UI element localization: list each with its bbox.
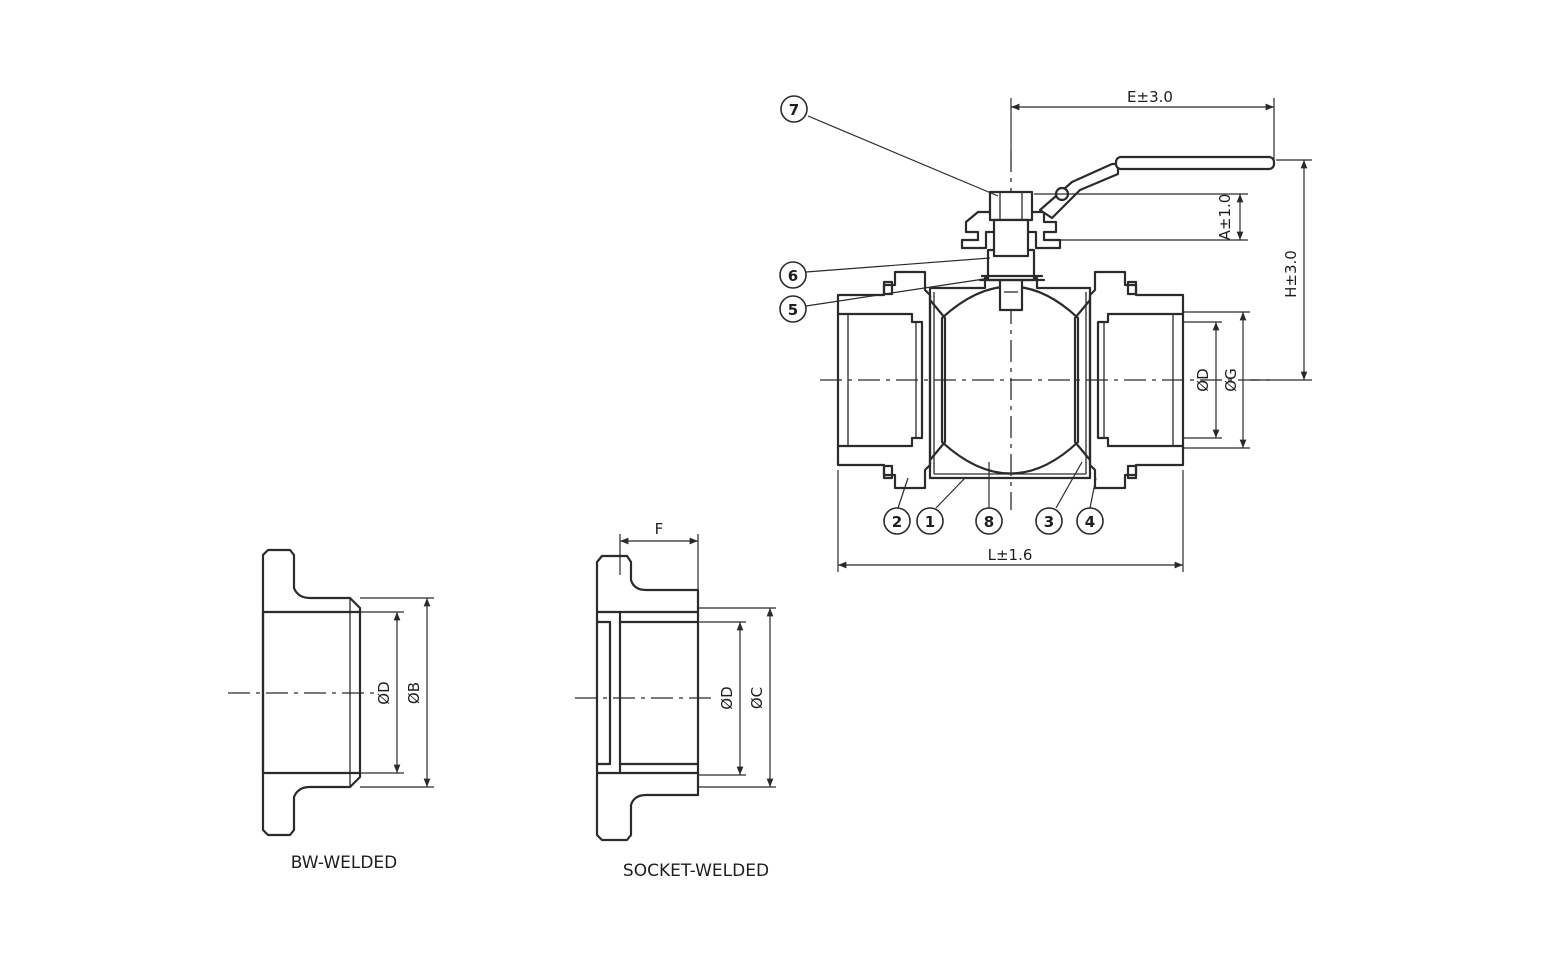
dim-d-body-label: ØD — [1194, 368, 1212, 391]
balloon-8-label: 8 — [984, 513, 994, 531]
leader-6 — [805, 257, 991, 273]
balloon-4-label: 4 — [1085, 513, 1095, 531]
balloon-2-label: 2 — [892, 513, 902, 531]
balloon-3-label: 3 — [1044, 513, 1054, 531]
leader-7 — [807, 115, 999, 197]
balloon-1 — [916, 507, 944, 535]
balloon-6-label: 6 — [788, 267, 798, 285]
dim-c-label: ØC — [748, 687, 766, 709]
dim-h-label: H±3.0 — [1282, 250, 1300, 298]
dim-f-label: F — [655, 520, 664, 538]
stem-neck — [992, 218, 1030, 258]
bw-welded-end: ØD ØB BW-WELDED — [228, 548, 434, 873]
balloon-7 — [780, 95, 808, 123]
caption-bw-welded: BW-WELDED — [291, 853, 398, 873]
balloon-2 — [883, 507, 911, 535]
balloon-5-label: 5 — [788, 301, 798, 319]
balloon-6 — [779, 261, 807, 289]
left-upper-nub — [882, 280, 894, 296]
right-socket-bore — [1096, 312, 1185, 448]
left-socket-bore — [836, 312, 924, 448]
leader-2 — [897, 477, 909, 509]
leader-5 — [805, 278, 985, 307]
bw-profile — [261, 548, 362, 837]
balloon-3 — [1035, 507, 1063, 535]
lever-arm — [1038, 162, 1120, 220]
right-lower-nub — [1126, 464, 1138, 480]
left-seat — [928, 298, 947, 462]
lever-grip — [1114, 155, 1276, 171]
leader-1 — [935, 477, 966, 509]
dim-d-bw-label: ØD — [375, 681, 393, 704]
sw-inner-step — [595, 620, 612, 766]
ball — [940, 285, 1080, 475]
ball-valve-section: E±3.0 A±1.0 H±3.0 ØD ØG L±1.6 7 6 — [779, 88, 1312, 572]
dim-e-label: E±3.0 — [1127, 88, 1173, 106]
dim-d-sw-label: ØD — [718, 686, 736, 709]
balloon-8 — [975, 507, 1003, 535]
socket-welded-end: F ØD ØC SOCKET-WELDED — [575, 520, 776, 881]
right-seat — [1073, 298, 1092, 462]
stem-nut — [988, 190, 1034, 222]
balloon-5 — [779, 295, 807, 323]
right-upper-nub — [1126, 280, 1138, 296]
dim-g-label: ØG — [1222, 368, 1240, 391]
valve-body — [928, 276, 1092, 480]
balloon-1-label: 1 — [925, 513, 935, 531]
balloon-7-label: 7 — [789, 101, 799, 119]
balloon-4 — [1076, 507, 1104, 535]
leader-3 — [1055, 461, 1083, 509]
caption-socket-welded: SOCKET-WELDED — [623, 861, 769, 881]
dim-a-label: A±1.0 — [1216, 194, 1234, 241]
left-lower-nub — [882, 464, 894, 480]
leader-4 — [1089, 477, 1097, 509]
dim-l-label: L±1.6 — [988, 546, 1033, 564]
dim-b-label: ØB — [405, 682, 423, 704]
sw-profile — [595, 554, 700, 842]
